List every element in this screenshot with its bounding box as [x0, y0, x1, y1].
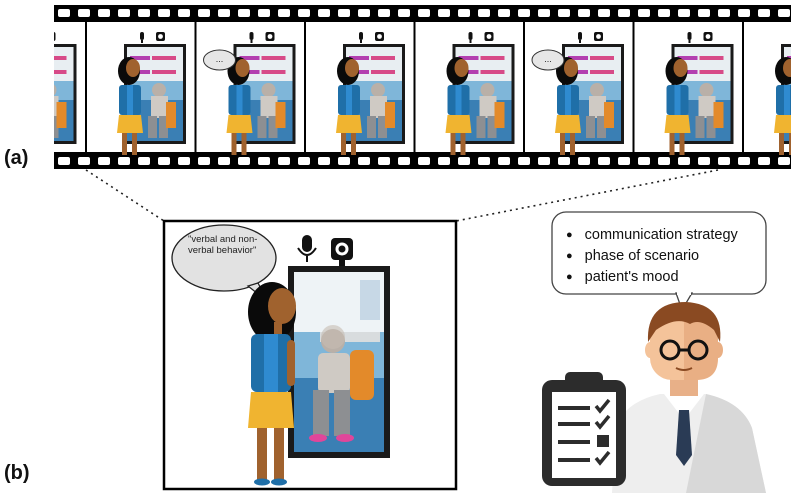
sprocket-hole [238, 157, 250, 165]
clipboard-icon [542, 372, 626, 486]
bullet-phase-of-scenario: phase of scenario [566, 246, 738, 267]
sprocket-hole [638, 157, 650, 165]
sprocket-hole [138, 157, 150, 165]
sprocket-hole [318, 9, 330, 17]
sprocket-hole [338, 157, 350, 165]
sprocket-hole [678, 157, 690, 165]
sprocket-hole [238, 9, 250, 17]
film-strip: ...... [0, 0, 791, 175]
sprocket-hole [518, 157, 530, 165]
sprocket-hole [538, 9, 550, 17]
sprocket-hole [458, 9, 470, 17]
sprocket-hole [438, 157, 450, 165]
panel-label-b: (b) [4, 462, 30, 485]
sprocket-hole [578, 157, 590, 165]
sprocket-hole [418, 157, 430, 165]
sprocket-hole [778, 157, 790, 165]
sprocket-hole [218, 9, 230, 17]
film-frame [634, 21, 744, 155]
panel-label-a: (a) [4, 147, 28, 170]
sprocket-hole [538, 157, 550, 165]
sprocket-hole [718, 157, 730, 165]
sprocket-hole [198, 9, 210, 17]
sprocket-hole [358, 157, 370, 165]
bullet-communication-strategy: communication strategy [566, 225, 738, 246]
sprocket-hole [758, 157, 770, 165]
sprocket-hole [218, 157, 230, 165]
sprocket-hole [658, 9, 670, 17]
sprocket-hole [738, 157, 750, 165]
detail-panel [164, 221, 456, 489]
sprocket-hole [98, 157, 110, 165]
patient-body [318, 353, 350, 393]
sprocket-hole [398, 157, 410, 165]
film-frame [86, 21, 196, 155]
sprocket-hole [698, 157, 710, 165]
doctor-figure [612, 302, 766, 493]
sprocket-hole [198, 157, 210, 165]
sprocket-hole [718, 9, 730, 17]
observer-bullet-list: communication strategy phase of scenario… [566, 225, 738, 288]
sprocket-hole [498, 9, 510, 17]
sprocket-hole [498, 157, 510, 165]
sprocket-hole [658, 157, 670, 165]
film-frame [305, 21, 415, 155]
sprocket-hole [278, 9, 290, 17]
sprocket-hole [298, 9, 310, 17]
sprocket-hole [618, 157, 630, 165]
sprocket-hole [698, 9, 710, 17]
sprocket-hole [458, 157, 470, 165]
robot-screen [288, 266, 390, 458]
film-frame: ... [524, 21, 634, 155]
sprocket-hole [438, 9, 450, 17]
sprocket-hole [118, 9, 130, 17]
sprocket-hole [58, 157, 70, 165]
mini-speech-ellipsis: ... [216, 54, 224, 64]
sprocket-hole [298, 157, 310, 165]
sprocket-hole [58, 9, 70, 17]
bullet-patients-mood: patient's mood [566, 267, 738, 288]
sprocket-hole [178, 157, 190, 165]
sprocket-hole [158, 157, 170, 165]
sprocket-hole [558, 9, 570, 17]
sprocket-hole [138, 9, 150, 17]
sprocket-hole [558, 157, 570, 165]
sprocket-hole [518, 9, 530, 17]
film-frame [743, 21, 791, 155]
sprocket-hole [738, 9, 750, 17]
sprocket-hole [278, 157, 290, 165]
sprocket-hole [358, 9, 370, 17]
sprocket-hole [598, 9, 610, 17]
sprocket-hole [78, 157, 90, 165]
sprocket-hole [338, 9, 350, 17]
sprocket-hole [678, 9, 690, 17]
sprocket-hole [478, 157, 490, 165]
sprocket-hole [318, 157, 330, 165]
sprocket-hole [378, 9, 390, 17]
sprocket-hole [258, 157, 270, 165]
film-frames: ...... [0, 0, 791, 175]
film-frame: ... [196, 21, 306, 155]
sprocket-hole [418, 9, 430, 17]
sprocket-hole [158, 9, 170, 17]
mini-speech-ellipsis: ... [544, 54, 552, 64]
sprocket-hole [758, 9, 770, 17]
sprocket-hole [778, 9, 790, 17]
sprocket-hole [178, 9, 190, 17]
sprocket-hole [598, 157, 610, 165]
sprocket-hole [478, 9, 490, 17]
sprocket-hole [258, 9, 270, 17]
sprocket-hole [118, 157, 130, 165]
sprocket-hole [98, 9, 110, 17]
film-frame [415, 21, 525, 155]
zoom-connector-left [86, 170, 164, 221]
sprocket-hole [78, 9, 90, 17]
sprocket-hole [638, 9, 650, 17]
sprocket-hole [618, 9, 630, 17]
sprocket-hole [398, 9, 410, 17]
sprocket-hole [378, 157, 390, 165]
sprocket-hole [578, 9, 590, 17]
speech-bubble-text: "verbal and non-verbal behavior" [188, 234, 266, 256]
